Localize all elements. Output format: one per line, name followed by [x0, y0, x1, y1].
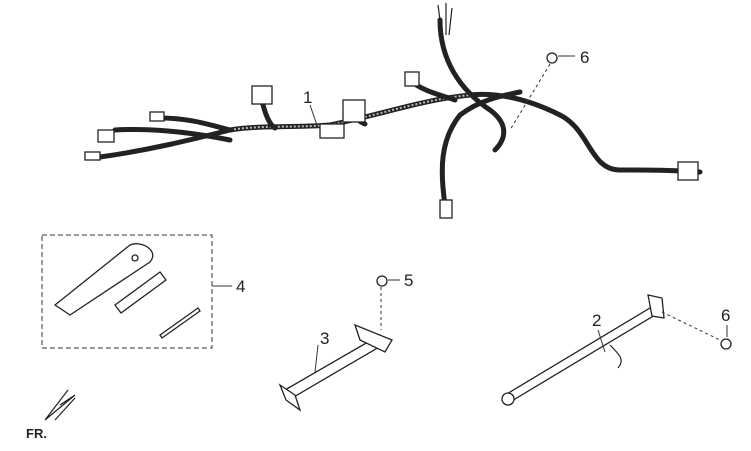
callout-1: 1: [303, 88, 312, 107]
tool-pouch: [53, 243, 154, 316]
socket-wrench: [114, 271, 167, 314]
front-direction-marker: FR.: [26, 389, 76, 441]
connector: [677, 161, 699, 181]
tool-kit: 4: [41, 234, 245, 349]
fr-label: FR.: [26, 426, 47, 441]
connector: [404, 71, 420, 87]
callout-5: 5: [404, 271, 413, 290]
clamp: [319, 123, 345, 139]
callout-6-right: 6: [721, 306, 730, 325]
connector: [439, 199, 453, 219]
connector: [251, 85, 273, 105]
wire-harness: [84, 3, 703, 219]
callout-3: 3: [320, 329, 329, 348]
connector: [342, 99, 366, 123]
callout-6-top: 6: [580, 48, 589, 67]
bracket-right: 2 6: [501, 294, 732, 406]
connector: [84, 151, 101, 161]
callout-4: 4: [236, 277, 245, 296]
connector: [97, 129, 115, 143]
callout-2: 2: [592, 311, 601, 330]
connector: [149, 111, 165, 122]
bracket-left: 5 3: [278, 271, 413, 412]
screwdriver: [159, 307, 201, 339]
bolt-top: 6: [509, 48, 589, 131]
